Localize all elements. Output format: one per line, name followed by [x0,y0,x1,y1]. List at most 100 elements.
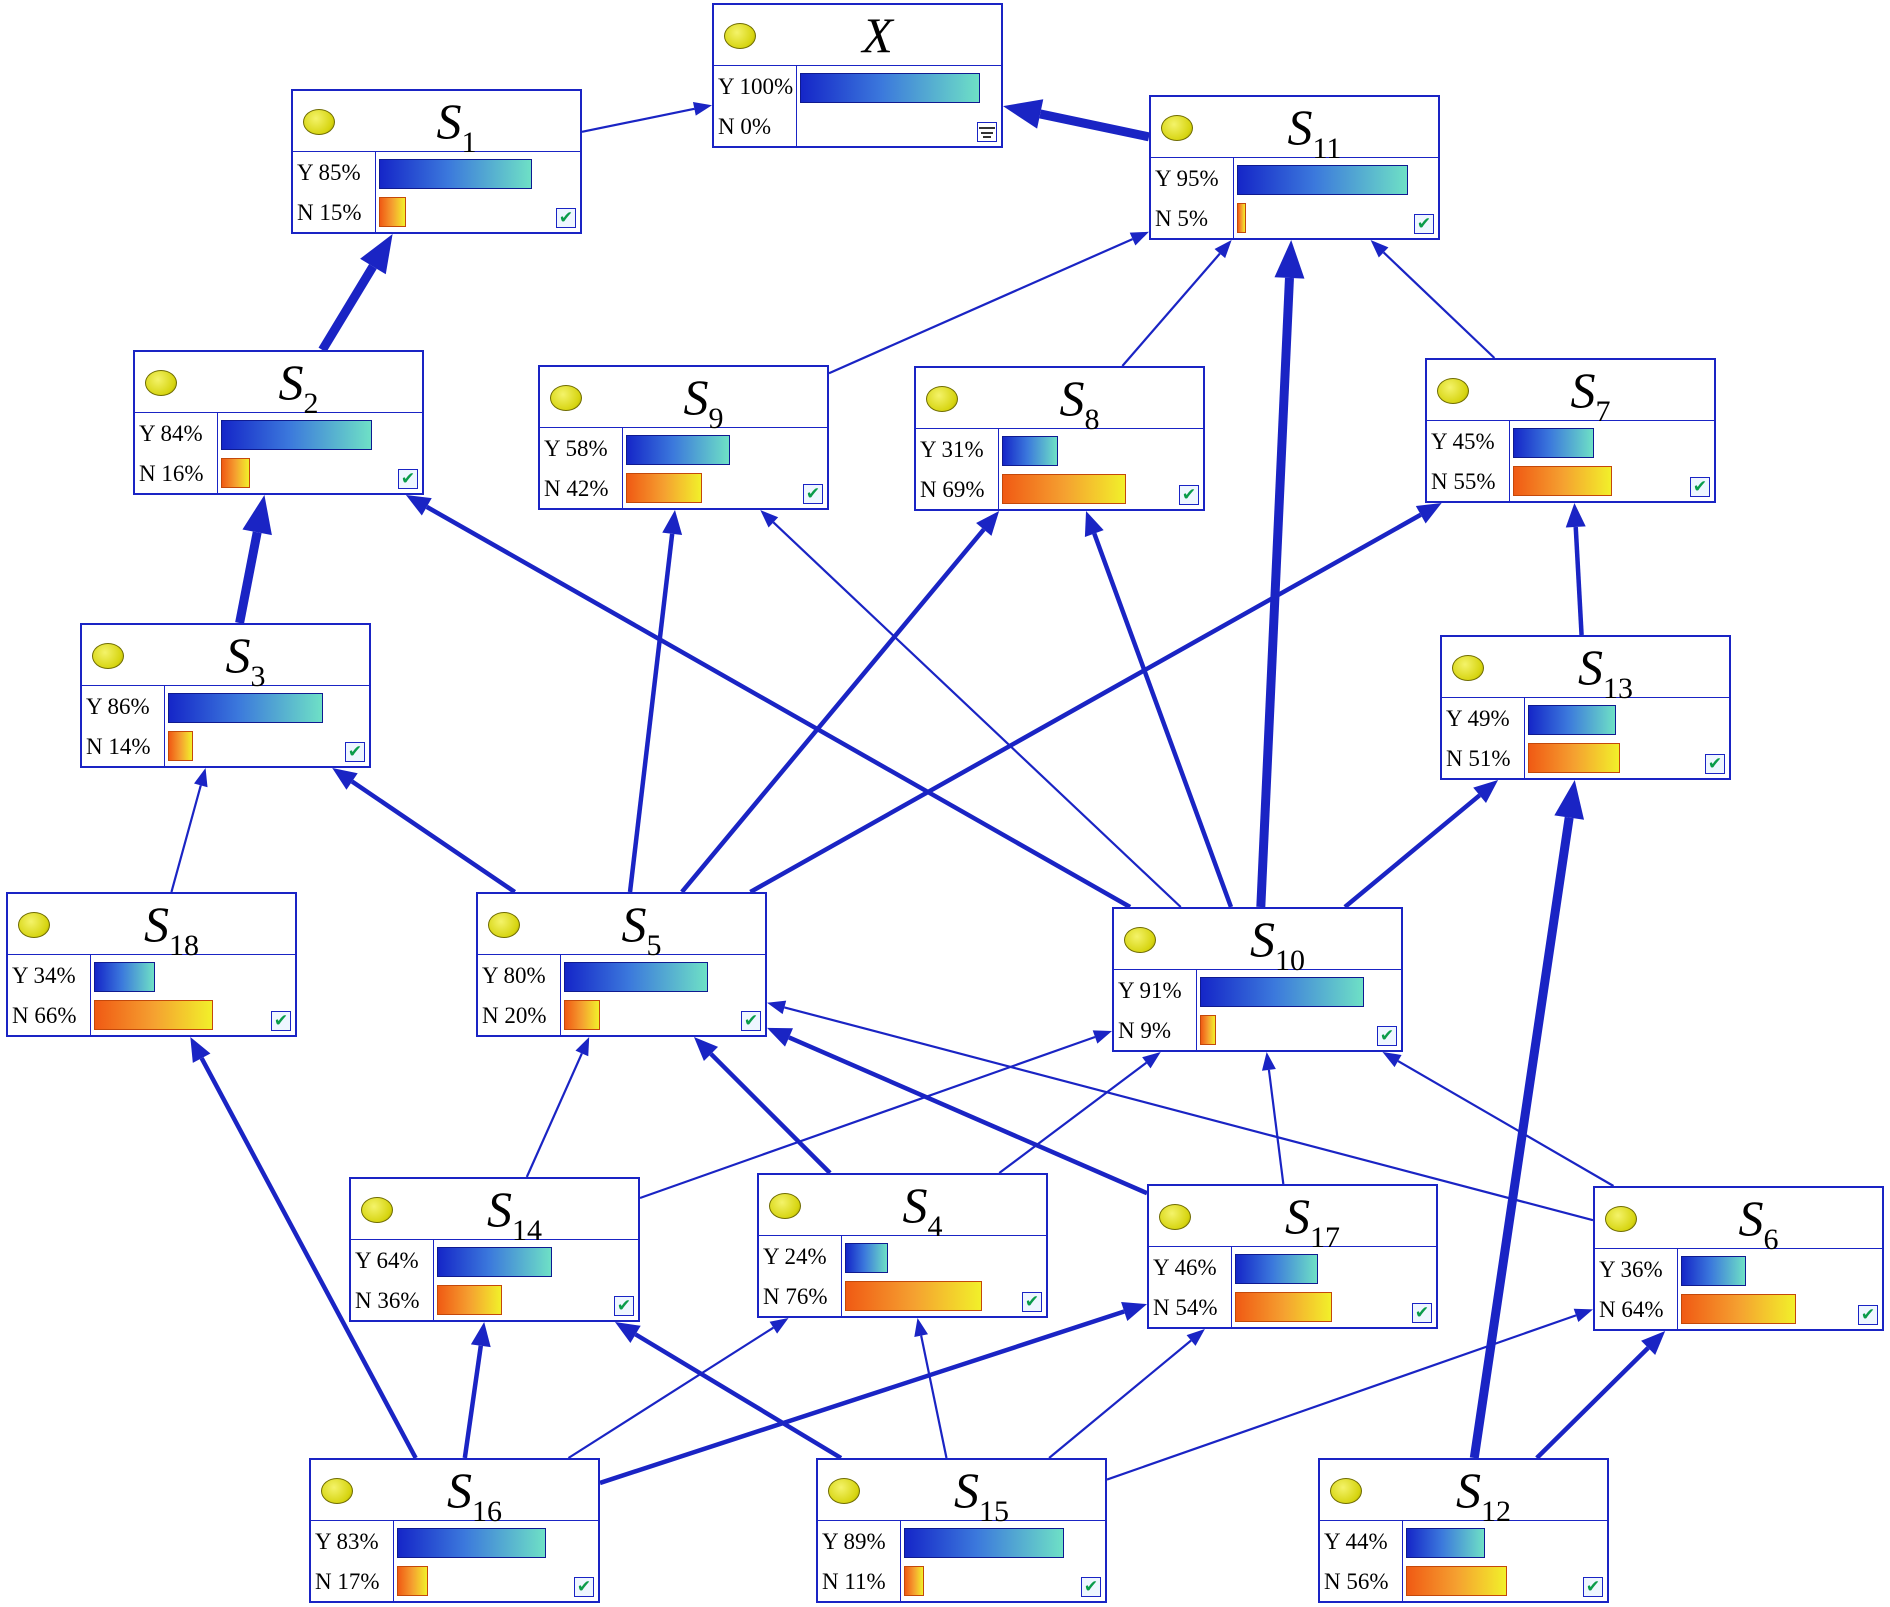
state-no-label: N 64% [1599,1297,1664,1322]
check-icon[interactable]: ✔ [614,1296,634,1316]
circle-icon [321,1478,353,1504]
circle-icon [828,1478,860,1504]
node-title: S6 [1639,1190,1878,1256]
arrowhead-icon [1382,1052,1402,1068]
check-icon[interactable]: ✔ [1414,214,1434,234]
node-header[interactable]: S4 [759,1175,1046,1243]
state-no-label: N 42% [544,476,609,501]
edge-s16-to-s17 [599,1302,1147,1486]
edge-line [599,1309,1125,1486]
node-header[interactable]: S8 [916,368,1203,436]
check-icon[interactable]: ✔ [1022,1292,1042,1312]
edge-s13-to-s7 [1565,503,1586,636]
circle-icon [1452,655,1484,681]
check-icon[interactable]: ✔ [741,1011,761,1031]
probability-bar-no [1200,1015,1217,1045]
circle-icon [145,370,177,396]
edge-line [772,521,1182,908]
ground-icon[interactable] [977,122,997,142]
node-header[interactable]: S14 [351,1179,638,1247]
edge-line [784,1006,1594,1222]
node-header[interactable]: S2 [135,352,422,420]
node-header[interactable]: X [714,5,1001,66]
edge-s15-to-s14 [614,1322,843,1460]
check-icon[interactable]: ✔ [556,208,576,228]
circle-icon [1124,927,1156,953]
probability-bar-no [221,458,250,488]
arrowhead-icon [614,1322,641,1343]
check-icon[interactable]: ✔ [1583,1577,1603,1597]
arrowhead-icon [332,768,358,790]
edge-s10-to-s9 [760,510,1182,908]
node-header[interactable]: S18 [8,894,295,962]
check-icon[interactable]: ✔ [1705,754,1725,774]
arrowhead-icon [1003,99,1044,129]
check-icon[interactable]: ✔ [574,1577,594,1597]
edge-line [639,1035,1096,1200]
check-icon[interactable]: ✔ [398,469,418,489]
check-icon[interactable]: ✔ [1690,477,1710,497]
arrowhead-icon [769,1318,789,1334]
node-subscript: 4 [927,1210,943,1243]
probability-bar-no [1406,1566,1507,1596]
node-header[interactable]: S6 [1595,1188,1882,1256]
check-icon[interactable]: ✔ [1179,485,1199,505]
node-header[interactable]: S9 [540,367,827,435]
node-subscript: 15 [979,1495,1009,1528]
probability-bar-no [397,1566,428,1596]
check-icon[interactable]: ✔ [271,1011,291,1031]
node-header[interactable]: S5 [478,894,765,962]
check-icon[interactable]: ✔ [1412,1303,1432,1323]
check-icon[interactable]: ✔ [1377,1026,1397,1046]
edge-s14-to-s5 [525,1037,590,1178]
edge-line [627,533,675,893]
node-header[interactable]: S15 [818,1460,1105,1528]
edge-line [567,1326,774,1459]
check-icon[interactable]: ✔ [1858,1305,1878,1325]
node-header[interactable]: S16 [311,1460,598,1528]
node-header[interactable]: S11 [1151,97,1438,165]
edge-line [634,1332,843,1460]
check-icon[interactable]: ✔ [345,742,365,762]
node-name: S [436,93,462,149]
node-header[interactable]: S17 [1149,1186,1436,1254]
check-icon[interactable]: ✔ [803,484,823,504]
edge-s6-to-s5 [767,1000,1594,1222]
node-header[interactable]: S1 [293,91,580,159]
edge-line [1573,526,1584,636]
check-icon[interactable]: ✔ [1081,1577,1101,1597]
node-header[interactable]: S12 [1320,1460,1607,1528]
node-header[interactable]: S10 [1114,909,1401,977]
node-title: S8 [960,370,1199,436]
node-header[interactable]: S7 [1427,360,1714,428]
circle-icon [724,23,756,49]
arrowhead-icon [1214,240,1232,259]
edge-line [199,1057,418,1460]
circle-icon [550,385,582,411]
node-header[interactable]: S3 [82,625,369,693]
circle-icon [1437,378,1469,404]
node-header[interactable]: S13 [1442,637,1729,705]
node-title: S17 [1193,1188,1432,1254]
edge-line [1267,1069,1285,1185]
